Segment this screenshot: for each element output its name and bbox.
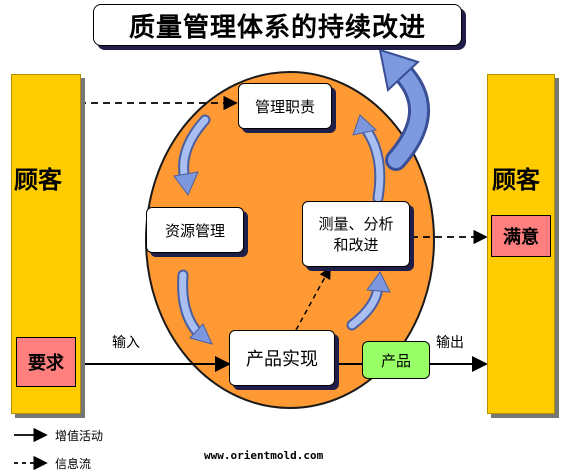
measurement-line-2: 和改进 xyxy=(333,236,379,254)
footer-url: www.orientmold.com xyxy=(204,449,324,462)
satisfaction-box: 满意 xyxy=(491,215,551,257)
customer-left-label: 顾客 xyxy=(14,166,62,194)
legend-information-flow: 信息流 xyxy=(55,457,92,471)
product-box: 产品 xyxy=(362,341,430,379)
customer-right-label: 顾客 xyxy=(492,166,540,194)
output-label: 输出 xyxy=(436,335,464,351)
page-title: 质量管理体系的持续改进 xyxy=(93,4,462,46)
cycle-arrow-resource-to-product xyxy=(177,269,213,345)
product-realization-node: 产品实现 xyxy=(229,330,335,386)
management-responsibility-node: 管理职责 xyxy=(238,83,332,129)
measurement-analysis-node: 测量、分析 和改进 xyxy=(302,201,410,267)
continuous-improvement-arrow xyxy=(378,48,430,171)
cycle-arrow-measurement-to-management xyxy=(352,114,386,204)
cycle-arrow-management-to-resource xyxy=(173,114,211,196)
resource-management-node: 资源管理 xyxy=(146,207,244,253)
measurement-line-1: 测量、分析 xyxy=(318,215,394,233)
legend-value-activity: 增值活动 xyxy=(55,429,104,443)
requirement-box: 要求 xyxy=(16,337,76,387)
cycle-arrow-product-to-measurement xyxy=(346,271,391,331)
info-flow-to-measurement xyxy=(295,266,331,331)
input-label: 输入 xyxy=(112,335,140,351)
